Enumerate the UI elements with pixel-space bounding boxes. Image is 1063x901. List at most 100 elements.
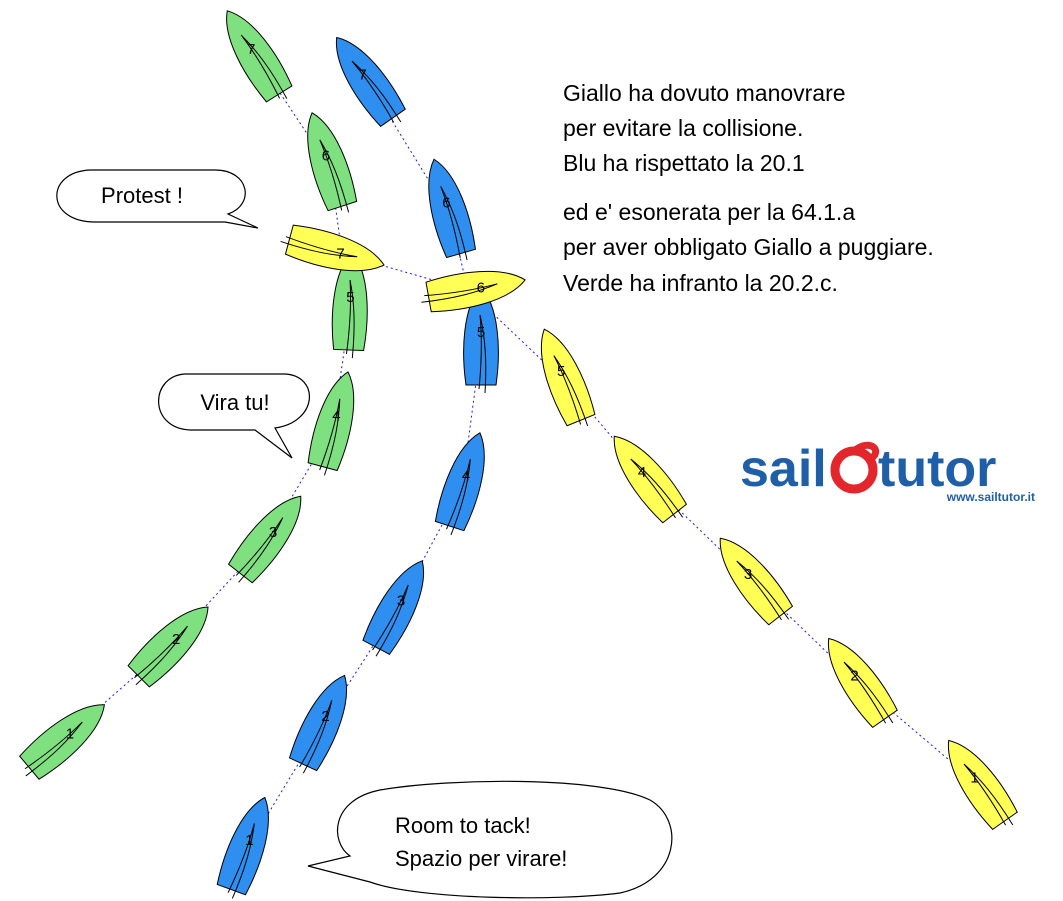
yellow-boat-2: 2	[827, 637, 898, 729]
green-boat-3: 3	[227, 495, 302, 584]
sail-shape	[446, 459, 471, 536]
boat-position-number: 5	[477, 324, 485, 341]
sail-shape	[843, 661, 894, 724]
blue-boat-2: 2	[288, 674, 348, 774]
verdict-text-block: Giallo ha dovuto manovrare per evitare l…	[563, 80, 934, 296]
green-boat-7: 7	[226, 10, 293, 103]
protest-bubble: Protest !	[56, 169, 259, 229]
boat-position-number: 2	[172, 631, 180, 648]
sail-shape	[24, 721, 83, 777]
sail-shape	[440, 186, 468, 261]
logo-word-right: tutor	[878, 440, 996, 498]
green-boat-6: 6	[307, 112, 358, 213]
blue-boat-3: 3	[362, 560, 424, 657]
boat-position-number: 4	[462, 468, 470, 485]
hull-shape	[434, 432, 485, 532]
hull-shape	[307, 371, 355, 472]
room-text-line1: Room to tack!	[395, 813, 531, 838]
logo-word-left: sail	[740, 440, 827, 498]
hull-shape	[362, 560, 424, 656]
hull-shape	[947, 739, 1018, 831]
hull-shape	[331, 251, 368, 352]
hull-shape	[428, 158, 476, 259]
boat-position-number: 7	[358, 66, 366, 83]
sail-shape	[372, 584, 409, 657]
sail-shape	[421, 283, 498, 303]
yellow-boat-6: 6	[421, 270, 526, 313]
logo-swirl-icon	[830, 441, 880, 494]
hull-shape	[284, 224, 385, 272]
blue-boat-6: 6	[428, 158, 476, 261]
vira-tu-bubble: Vira tu!	[158, 373, 310, 459]
blue-boat-7: 7	[335, 36, 406, 128]
room-text-line2: Spazio per virare!	[395, 846, 567, 871]
room-to-tack-bubble: Room to tack! Spazio per virare!	[307, 780, 673, 899]
boat-position-number: 5	[557, 363, 565, 380]
sail-shape	[736, 560, 790, 621]
sailtutor-logo: sail tutor www.sailtutor.it	[740, 440, 1035, 504]
sail-shape	[227, 823, 255, 899]
sail-shape	[319, 139, 350, 213]
boat-position-number: 6	[477, 280, 485, 297]
sail-shape	[553, 355, 589, 427]
verdict-line-3: Blu ha rispettato la 20.1	[563, 150, 805, 176]
boat-position-number: 3	[744, 566, 752, 583]
boat-position-number: 4	[638, 464, 646, 481]
yellow-boat-4: 4	[613, 435, 688, 524]
sail-shape	[345, 279, 355, 359]
sail-shape	[319, 398, 341, 476]
boat-position-number: 2	[321, 708, 329, 725]
hull-shape	[216, 796, 269, 896]
yellow-boat-7: 7	[280, 224, 385, 272]
boat-position-number: 3	[269, 524, 277, 541]
sail-shape	[134, 625, 188, 686]
boat-position-number: 6	[442, 195, 450, 212]
hull-shape	[19, 704, 106, 780]
sail-shape	[630, 458, 684, 519]
vira-tu-text: Vira tu!	[200, 390, 269, 415]
green-boat-2: 2	[127, 606, 209, 688]
boat-position-number: 5	[346, 289, 354, 306]
hull-shape	[613, 435, 688, 524]
hull-shape	[719, 537, 794, 626]
hull-shape	[540, 328, 596, 427]
boat-position-number: 7	[336, 245, 344, 262]
boat-position-number: 1	[66, 726, 74, 743]
green-boat-4: 4	[307, 371, 355, 476]
sail-shape	[478, 314, 487, 394]
verdict-line-2: per evitare la collisione.	[563, 115, 803, 141]
protest-text: Protest !	[101, 183, 183, 208]
sail-shape	[240, 34, 288, 99]
logo-url: www.sailtutor.it	[946, 490, 1035, 504]
blue-boat-4: 4	[434, 432, 485, 536]
sail-shape	[280, 236, 358, 258]
sail-shape	[299, 700, 333, 774]
verdict-line-6: Verde ha infranto la 20.2.c.	[563, 270, 838, 296]
boats-layer: 1 2 3 4 5 6 7 1 2 3 4 5 6 7 1 2 3 4 5 6 7	[19, 10, 1018, 899]
verdict-line-1: Giallo ha dovuto manovrare	[563, 80, 846, 106]
hull-shape	[335, 36, 406, 128]
green-boat-1: 1	[19, 704, 106, 780]
hull-shape	[288, 674, 348, 772]
sail-shape	[351, 60, 402, 123]
hull-shape	[307, 112, 358, 212]
green-boat-5: 5	[331, 251, 368, 359]
boat-position-number: 4	[332, 407, 340, 424]
blue-boat-1: 1	[216, 796, 269, 899]
verdict-line-5: per aver obbligato Giallo a puggiare.	[563, 234, 934, 260]
boat-position-number: 2	[850, 667, 858, 684]
verdict-line-4: ed e' esonerata per la 64.1.a	[563, 199, 855, 225]
boat-position-number: 1	[970, 769, 978, 786]
boat-position-number: 6	[322, 148, 330, 165]
boat-position-number: 1	[245, 832, 253, 849]
blue-boat-5: 5	[463, 286, 499, 394]
boat-position-number: 3	[397, 593, 405, 610]
boat-position-number: 7	[247, 41, 255, 58]
yellow-boat-1: 1	[947, 739, 1018, 831]
yellow-boat-5: 5	[540, 328, 596, 427]
sail-shape	[963, 763, 1014, 826]
hull-shape	[827, 637, 898, 729]
yellow-boat-3: 3	[719, 537, 794, 626]
sail-shape	[235, 517, 284, 583]
